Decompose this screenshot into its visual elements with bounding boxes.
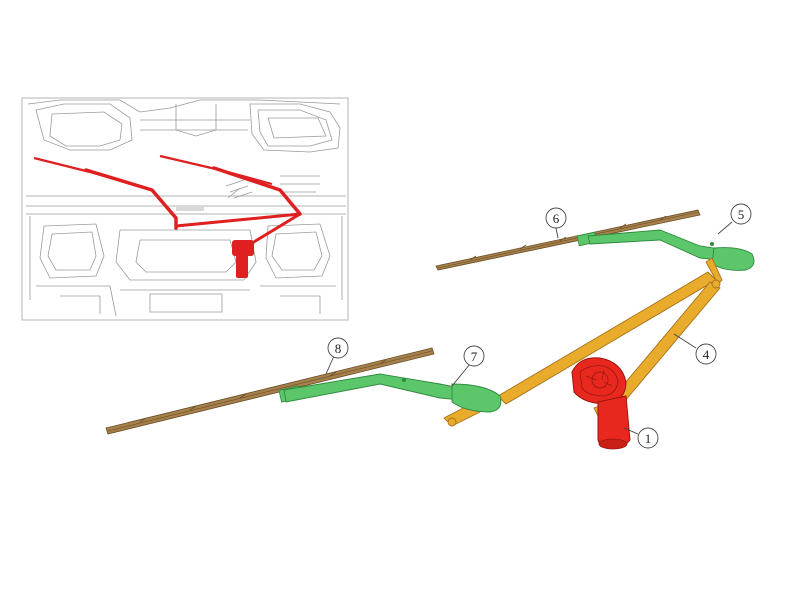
right-crank-link bbox=[705, 257, 723, 285]
callout-8-leader bbox=[325, 355, 335, 375]
callout-5-circle bbox=[730, 203, 752, 225]
right-linkage-pivot bbox=[711, 279, 721, 289]
inset-wiper-highlight bbox=[33, 154, 302, 278]
inset-right-arm bbox=[212, 166, 302, 216]
left-wiper-blade bbox=[105, 347, 435, 435]
right-wiper-arm bbox=[587, 229, 755, 271]
inset-motor bbox=[232, 240, 254, 278]
callout-4-leader bbox=[673, 333, 697, 349]
vehicle-inset bbox=[21, 97, 349, 321]
callout-7-label: 7 bbox=[471, 349, 478, 364]
callout-8-circle bbox=[327, 337, 349, 359]
inset-frame bbox=[21, 97, 349, 321]
callout-4-label: 4 bbox=[703, 347, 710, 362]
wiper-motor bbox=[571, 357, 631, 450]
right-wiper-blade bbox=[435, 209, 701, 271]
callout-1-circle bbox=[637, 427, 659, 449]
inset-left-arm bbox=[84, 168, 178, 230]
left-linkage-pivot bbox=[447, 417, 457, 427]
callout-6-label: 6 bbox=[553, 211, 560, 226]
callout-8-label: 8 bbox=[335, 341, 342, 356]
callout-6-circle bbox=[545, 207, 567, 229]
callout-7-leader bbox=[451, 363, 471, 387]
callout-7-circle bbox=[463, 345, 485, 367]
right-arm-pivot-head bbox=[711, 247, 755, 271]
left-wiper-arm bbox=[283, 373, 502, 413]
cab-outline-lines bbox=[26, 99, 346, 317]
callout-6-leader bbox=[555, 227, 559, 239]
callout-5-leader bbox=[717, 221, 733, 235]
callout-1-leader bbox=[623, 427, 639, 435]
callout-labels: 1 4 5 6 7 8 bbox=[335, 207, 745, 446]
callout-5-label: 5 bbox=[738, 207, 745, 222]
callouts bbox=[325, 203, 752, 449]
left-arm-pivot-head bbox=[451, 383, 502, 413]
callout-4-circle bbox=[695, 343, 717, 365]
callout-1-label: 1 bbox=[645, 431, 652, 446]
